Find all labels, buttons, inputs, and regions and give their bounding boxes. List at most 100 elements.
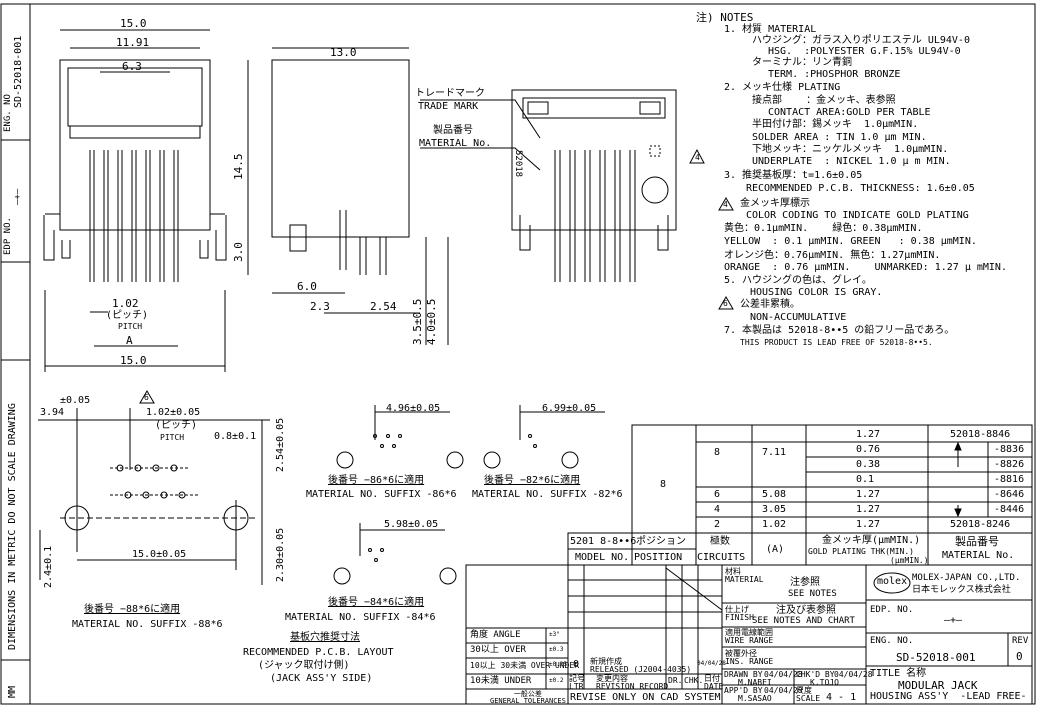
tb-edp-no-value: —+—: [944, 615, 963, 626]
tb-approved-name: M.SASAO: [738, 694, 772, 703]
note-line-3: ターミナル：リン青銅: [752, 57, 852, 68]
table-row-5-a: 3.05: [762, 504, 787, 515]
note-line-14: 金メッキ厚標示: [740, 198, 810, 209]
note-line-10: 下地メッキ：ニッケルメッキ 1.0μmMIN.: [752, 144, 949, 155]
pcb-tol: ±0.05: [60, 395, 91, 406]
table-row-1-material: -8836: [994, 444, 1025, 455]
pcb-dim-pitch: 1.02±0.05: [146, 407, 201, 418]
tol-angle-value: ±3°: [549, 631, 560, 638]
note-line-16: 黄色：0.1μmMIN. 緑色：0.38μmMIN.: [724, 223, 923, 234]
pcb-dim-15: 15.0±0.05: [132, 549, 187, 560]
note-line-18: オレンジ色：0.76μmMIN. 無色：1.27μmMIN.: [724, 250, 941, 261]
table-header-model-en: MODEL NO.: [575, 552, 630, 563]
suffix-84-jp: 後番号 −84*6に適用: [328, 597, 425, 608]
table-row-6-material: 52018-8246: [950, 519, 1011, 530]
note-line-0: 1. 材質 MATERIAL: [724, 24, 817, 35]
note-line-17: YELLOW : 0.1 μmMIN. GREEN : 0.38 μmMIN.: [724, 236, 977, 247]
table-header-model-jp: 5201 8-8••6: [570, 536, 637, 547]
note-line-2: HSG. :POLYESTER G.F.15% UL94V-0: [768, 46, 961, 57]
note-line-7: CONTACT AREA:GOLD PER TABLE: [768, 107, 931, 118]
pcb-dim-0-8: 0.8±0.1: [214, 431, 257, 442]
suffix-86-en: MATERIAL NO. SUFFIX -86*6: [306, 489, 457, 500]
table-row-5-plating: 1.27: [856, 504, 881, 515]
table-header-position-jp: ポジション: [636, 536, 686, 547]
note-line-23: NON-ACCUMULATIVE: [750, 312, 847, 323]
front-dim-a: A: [126, 334, 133, 347]
tol-under-10: 10未満 UNDER: [470, 676, 532, 686]
suffix-88-jp: 後番号 −88*6に適用: [84, 604, 181, 615]
tb-rev-label: REV: [1012, 636, 1029, 646]
suffix-88-en: MATERIAL NO. SUFFIX -88*6: [72, 619, 223, 630]
tb-finish-label: 仕上げ FINISH: [725, 605, 754, 622]
pcb-dim-3-94: 3.94: [40, 407, 65, 418]
table-row-4-circuits: 6: [714, 489, 721, 500]
suffix-82-jp: 後番号 −82*6に適用: [484, 475, 581, 486]
table-row-2-material: -8826: [994, 459, 1025, 470]
pcb-dim-2-54: 2.54±0.05: [275, 417, 286, 472]
rev-row-date: 04/04/28: [697, 660, 726, 667]
table-row-6-circuits: 2: [714, 519, 721, 530]
tb-approved-date: 04/04/28: [764, 686, 803, 695]
tb-edp-no-label: EDP. NO.: [870, 605, 914, 615]
suffix-82-en: MATERIAL NO. SUFFIX -82*6: [472, 489, 623, 500]
tb-material-label: 材料 MATERIAL: [725, 567, 764, 584]
tb-title-line1: MODULAR JACK: [898, 679, 978, 692]
tol-angle: 角度 ANGLE: [470, 630, 521, 640]
tb-eng-no-value: SD-52018-001: [896, 651, 976, 664]
table-row-2-plating: 0.38: [856, 459, 881, 470]
note-line-4: TERM. :PHOSPHOR BRONZE: [768, 69, 901, 80]
table-row-1-circuits: 8: [714, 447, 721, 458]
tb-finish-value-en: SEE NOTES AND CHART: [752, 616, 855, 626]
tol-10: 10以上 30未満 OVER UNDER: [470, 661, 580, 670]
front-dim-15-top: 15.0: [120, 17, 147, 30]
table-row-3-material: -8816: [994, 474, 1025, 485]
tb-chk-label: CHK.: [684, 676, 704, 685]
front-view: [43, 29, 227, 372]
rear-view: [420, 89, 705, 282]
note-line-13: RECOMMENDED P.C.B. THICKNESS: 1.6±0.05: [746, 183, 975, 194]
trade-mark-jp: トレードマーク: [415, 88, 485, 99]
pcb-flag-6: 6: [144, 393, 149, 402]
front-dim-pitch: 1.02: [112, 297, 139, 310]
material-no-jp: 製品番号: [433, 125, 473, 136]
tb-finish-value-jp: 注及び表参照: [776, 605, 836, 616]
pcb-layout-variants: [333, 405, 605, 585]
side-dim-2-3: 2.3: [310, 300, 330, 313]
tb-title-line2: HOUSING ASS'Y -LEAD FREE-: [870, 691, 1027, 702]
table-header-position-en: POSITION: [634, 552, 683, 563]
rear-note-flag: 4: [695, 153, 700, 162]
tb-drawn-date: 04/04/28: [764, 670, 803, 679]
edp-no-value: —+—: [13, 188, 23, 205]
side-dim-2-54: 2.54: [370, 300, 397, 313]
note-line-20: 5. ハウジングの色は、グレイ。: [724, 275, 872, 286]
table-row-3-plating: 0.1: [856, 474, 875, 485]
tol-30-value: ±0.3: [549, 646, 564, 653]
tb-eng-no-label: ENG. NO.: [870, 636, 914, 646]
tb-title-label: TITLE 名称: [870, 668, 927, 679]
side-dim-13: 13.0: [330, 46, 357, 59]
front-dim-11-91: 11.91: [116, 36, 150, 49]
table-header-circuits-en: CIRCUITS: [697, 552, 746, 563]
note-line-5: 2. メッキ仕様 PLATING: [724, 82, 841, 93]
table-row-4-a: 5.08: [762, 489, 787, 500]
front-dim-6-3: 6.3: [122, 60, 142, 73]
company-name-en: MOLEX-JAPAN CO.,LTD.: [912, 573, 1021, 583]
table-row-1-plating: 0.76: [856, 444, 881, 455]
pcb-dim-2-30: 2.30±0.05: [275, 527, 286, 582]
front-pitch-en: PITCH: [118, 322, 143, 331]
tb-checked-name: K.TOJO: [810, 678, 839, 687]
rev-row-ltr: 0: [573, 659, 580, 670]
suffix-86-jp: 後番号 −86*6に適用: [328, 475, 425, 486]
pcb-sub-en: (JACK ASS'Y SIDE): [270, 673, 373, 684]
side-dim-6-0: 6.0: [297, 280, 317, 293]
company-logo: molex: [877, 576, 908, 587]
note-line-6: 接点部 ：金メッキ、表参照: [752, 95, 896, 106]
note-line-8: 半田付け部：錫メッキ 1.0μmMIN.: [752, 119, 919, 130]
note-line-15: COLOR CODING TO INDICATE GOLD PLATING: [746, 210, 969, 221]
side-dim-3-5: 3.5±0.5: [411, 298, 424, 345]
title-block-grid: [465, 564, 1033, 705]
table-row-5-material: -8446: [994, 504, 1025, 515]
note-line-24: 7. 本製品は 52018-8••5 の鉛フリー品であろ。: [724, 325, 955, 336]
tb-general-tol: 一般公差 GENERAL TOLERANCES: [490, 690, 566, 705]
front-dim-15-bottom: 15.0: [120, 354, 147, 367]
